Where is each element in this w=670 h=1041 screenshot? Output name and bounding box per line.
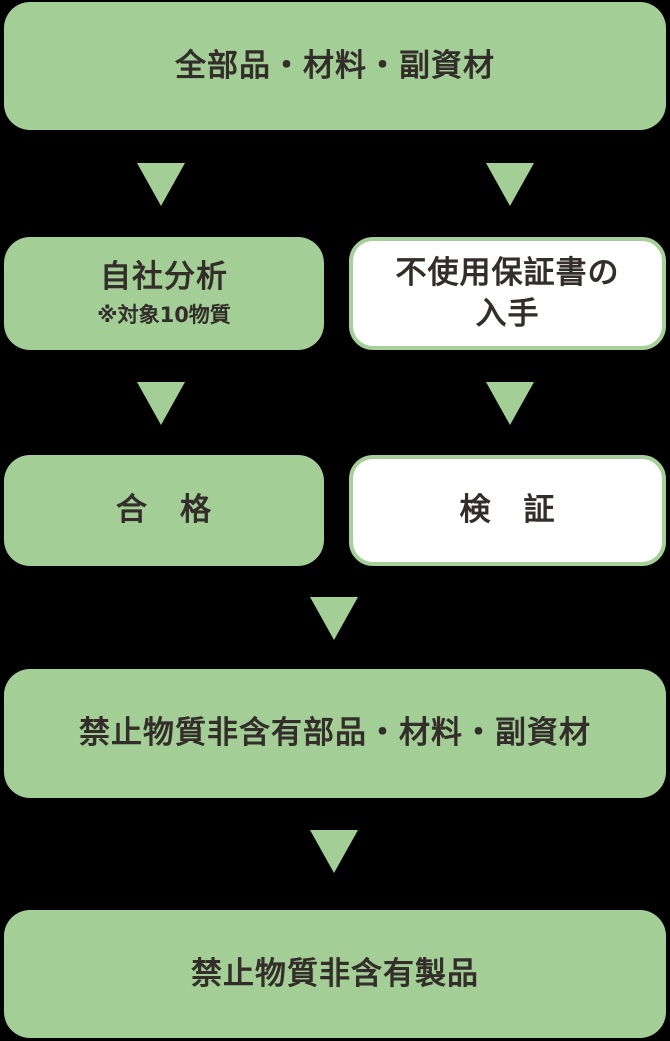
arrow-down-icon <box>486 382 534 425</box>
flow-box-inhouse-analysis-title: 自社分析 <box>100 259 228 296</box>
flow-box-pass: 合 格 <box>4 455 324 566</box>
flow-box-prohibited-free-parts: 禁止物質非含有部品・材料・副資材 <box>4 669 666 798</box>
flow-box-nonuse-certificate-line2: 入手 <box>475 295 540 332</box>
flow-box-all-parts-label: 全部品・材料・副資材 <box>175 47 495 84</box>
arrow-down-icon <box>310 597 358 640</box>
flow-box-verify: 検 証 <box>349 455 666 566</box>
flow-box-verify-label: 検 証 <box>459 492 556 529</box>
arrow-down-icon <box>486 163 534 206</box>
flow-box-pass-label: 合 格 <box>116 492 212 529</box>
arrow-down-icon <box>137 382 185 425</box>
flow-box-inhouse-analysis-note: ※対象10物質 <box>97 303 231 328</box>
flow-box-all-parts: 全部品・材料・副資材 <box>4 2 666 130</box>
flow-box-prohibited-free-product: 禁止物質非含有製品 <box>4 910 666 1038</box>
flow-box-nonuse-certificate-line1: 不使用保証書の <box>395 254 620 291</box>
flow-box-nonuse-certificate: 不使用保証書の 入手 <box>349 237 666 350</box>
flow-box-prohibited-free-parts-label: 禁止物質非含有部品・材料・副資材 <box>79 715 591 752</box>
arrow-down-icon <box>310 830 358 873</box>
flow-box-inhouse-analysis: 自社分析 ※対象10物質 <box>4 237 324 350</box>
flow-box-prohibited-free-product-label: 禁止物質非含有製品 <box>191 955 479 992</box>
arrow-down-icon <box>137 163 185 206</box>
